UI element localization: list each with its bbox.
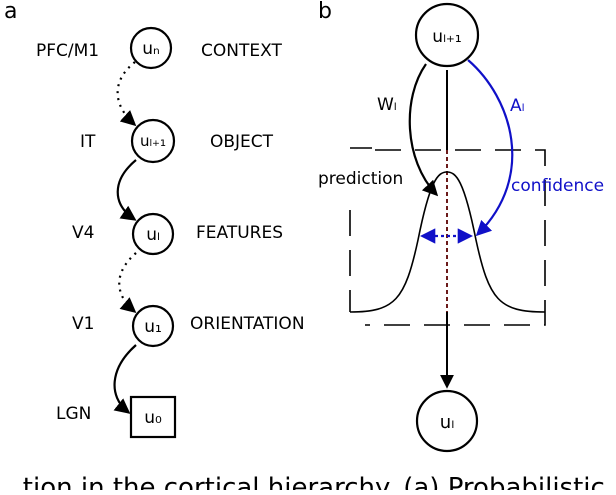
caption-fragment: ...tion in the cortical hierarchy. (a) P… [0,473,616,490]
role-label-features: FEATURES [196,223,283,243]
area-label-it: IT [80,132,96,152]
panel-b-label: b [318,0,332,24]
node-ul1 [130,118,176,164]
node-ul-label: uₗ [146,225,160,245]
area-label-v4: V4 [72,223,94,243]
node-u0-label: u₀ [144,408,162,428]
node-top [414,2,480,68]
confidence-arrow [467,59,514,237]
area-label-lgn: LGN [56,404,91,424]
area-label-v1: V1 [72,314,94,334]
node-top-label: uₗ₊₁ [432,27,461,47]
prediction-label: prediction [318,169,403,189]
node-ul1-label: uₗ₊₁ [140,132,166,150]
node-u1-label: u₁ [144,317,162,337]
node-ul [131,212,175,256]
confidence-label: confidence [511,176,604,196]
role-label-context: CONTEXT [201,41,282,61]
weight-label: Wₗ [377,95,397,115]
node-bottom-label: uₗ [440,412,454,433]
node-u1 [131,304,175,348]
node-u0-box [129,395,177,439]
node-un-label: uₙ [142,39,160,59]
panel-a-label: a [4,0,17,24]
role-label-object: OBJECT [210,132,274,152]
dashed-box [365,149,546,326]
dotted-connection-l-to-1 [118,252,137,313]
connection-1-to-0 [113,344,137,414]
node-un [129,26,173,70]
gaussian-curve [349,171,546,313]
prediction-arrow [408,63,439,197]
attention-label: Aₗ [510,96,524,116]
connection-l1-to-l [116,159,137,221]
area-label-pfc: PFC/M1 [36,41,99,61]
dotted-connection-n-to-l1 [116,61,137,127]
role-label-orientation: ORIENTATION [190,314,305,334]
node-bottom [415,389,479,453]
